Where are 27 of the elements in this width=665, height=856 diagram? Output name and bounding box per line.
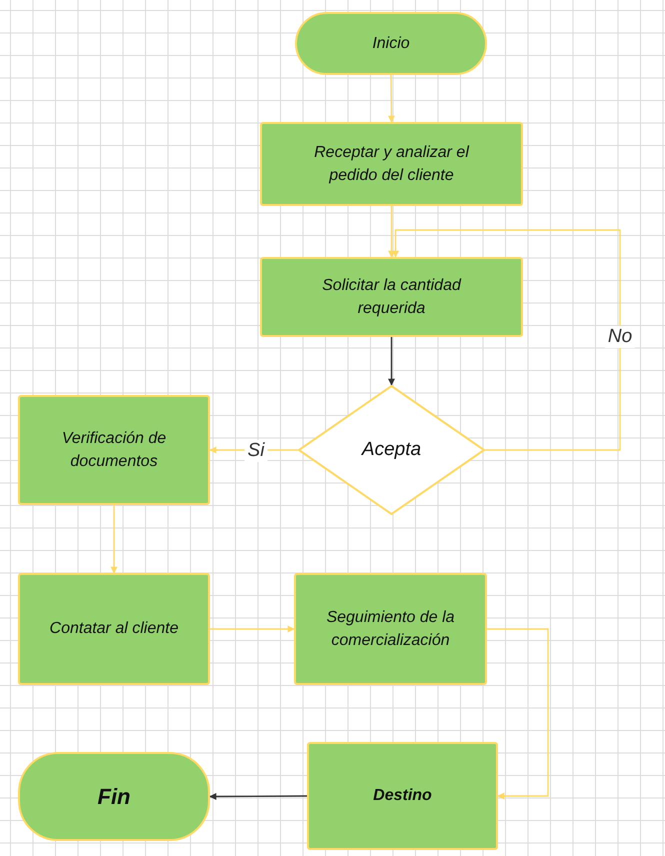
arrow — [110, 505, 118, 574]
terminal-shape — [18, 752, 210, 841]
edge-label: Si — [244, 440, 268, 462]
arrow — [209, 792, 307, 800]
arrow — [210, 626, 295, 632]
arrow — [388, 206, 395, 258]
process-box — [260, 257, 523, 337]
edge-label: No — [604, 326, 636, 348]
decision-label: Acepta — [362, 438, 422, 462]
terminal-label: Fin — [98, 782, 130, 811]
process-label: Seguimiento de la comercialización — [325, 608, 456, 651]
process-label: Solicitar la cantidad requerida — [321, 276, 462, 319]
process-box — [307, 742, 498, 850]
process-box — [260, 122, 523, 206]
process-box — [18, 573, 210, 685]
arrow — [487, 628, 549, 800]
arrow — [388, 75, 395, 123]
process-label: Receptar y analizar el pedido del cliente — [313, 142, 470, 186]
process-label: Destino — [373, 786, 432, 806]
process-label: Contatar al cliente — [50, 619, 178, 640]
process-box — [294, 573, 487, 685]
process-label: Verificación de documentos — [60, 428, 168, 472]
arrow — [209, 446, 298, 454]
arrow — [392, 229, 621, 451]
process-box — [18, 395, 210, 505]
arrow — [388, 337, 395, 386]
terminal-label: Inicio — [372, 34, 410, 54]
